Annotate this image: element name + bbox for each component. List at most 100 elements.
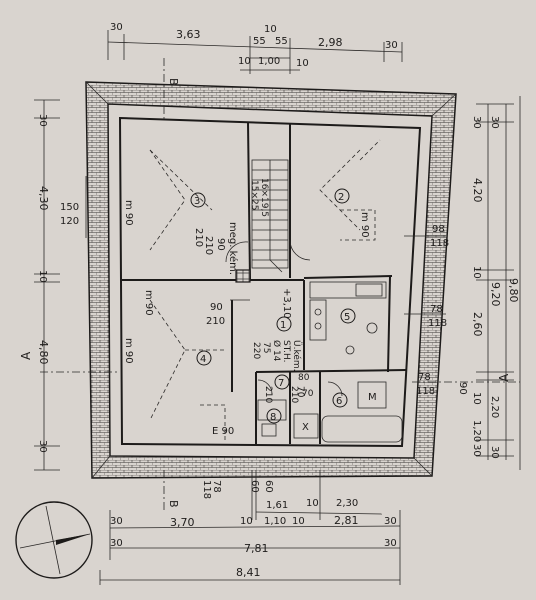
svg-text:6: 6: [336, 396, 342, 407]
staircase: [251, 159, 289, 273]
bottom-dim-370: 3,70: [170, 516, 195, 529]
right-door-118b: 118: [428, 318, 447, 329]
bottom-dim-30a: 30: [110, 516, 123, 527]
bottom-dim-10c: 10: [292, 516, 305, 527]
doors: [225, 239, 311, 395]
right-door-78a: 78: [430, 304, 443, 315]
left-dim-10: 10: [37, 270, 48, 283]
dim-70: 70: [295, 386, 305, 398]
dim-60-b: 60: [263, 480, 274, 493]
svg-text:5: 5: [344, 312, 350, 323]
right-door-78b: 78: [418, 372, 431, 383]
right-mid-30a: 30: [489, 116, 500, 129]
right-door-98: 98: [432, 224, 445, 235]
dim-118: 118: [201, 480, 212, 499]
room-8-marker: 8: [266, 408, 282, 424]
left-dimension-lines: [34, 99, 87, 471]
right-dim-220: 2,20: [489, 396, 500, 418]
left-dim-30a: 30: [37, 114, 48, 127]
bottom-dim-281: 2,81: [334, 514, 359, 527]
vent-label-1: Ü.kém.: [291, 340, 302, 372]
svg-text:7: 7: [278, 378, 284, 389]
section-a-right: A: [497, 373, 511, 382]
door-90-b: 90: [210, 302, 223, 313]
top-dim-298: 2,98: [318, 36, 343, 49]
door-90-a: 90: [215, 238, 226, 251]
dim-78: 78: [211, 480, 222, 493]
section-lines: [40, 58, 520, 512]
room-6-marker: 6: [332, 392, 348, 408]
section-b-top: B: [167, 78, 180, 86]
bottom-dim-230: 2,30: [336, 498, 358, 509]
right-dim-260: 2,60: [471, 312, 484, 337]
level-label: +3,10: [281, 288, 292, 319]
chimney-label: meg. kém.: [227, 222, 239, 275]
top-dim-55b: 55: [275, 36, 288, 47]
dim-60-a: 60: [249, 480, 260, 493]
right-dimension-lines: [404, 96, 521, 470]
door-e90: E 90: [212, 426, 234, 437]
roof-hip-lines: [149, 139, 381, 440]
right-dim-120: 1,20: [471, 420, 482, 442]
room-2-marker: 2: [334, 188, 350, 204]
stove-marker: M: [368, 392, 377, 403]
section-a-left: A: [19, 351, 33, 360]
room-2-door-label: m 90: [359, 212, 370, 238]
top-dim-10: 10: [264, 24, 277, 35]
bottom-dim-10a: 10: [306, 498, 319, 509]
room-4-marker: 4: [196, 350, 212, 366]
stair-size-label: 15×25: [249, 180, 259, 210]
top-dim-363: 3,63: [176, 28, 201, 41]
svg-text:4: 4: [200, 354, 206, 365]
right-door-118a: 118: [430, 238, 449, 249]
right-mid-920: 9,20: [489, 282, 502, 307]
right-dim-420: 4,20: [471, 178, 484, 203]
top-dim-10a: 10: [238, 56, 251, 67]
dim-80: 80: [298, 373, 310, 383]
left-dim-480: 4,80: [37, 340, 50, 365]
right-mid-30b: 30: [489, 446, 500, 459]
left-dim-30b: 30: [37, 440, 48, 453]
door-210-a: 210: [203, 236, 214, 255]
top-dim-55a: 55: [253, 36, 266, 47]
kitchen-fixtures: [309, 281, 387, 355]
room-4-door-label: m 90: [123, 338, 134, 364]
dim-75: 75: [261, 342, 271, 353]
svg-text:8: 8: [270, 412, 276, 423]
left-dim-430: 4,30: [37, 186, 50, 211]
right-dim-30b: 30: [471, 444, 482, 457]
right-door-118c: 118: [416, 386, 435, 397]
interior-walls: [122, 121, 407, 444]
top-dim-100: 1,00: [258, 56, 280, 67]
vent-label-2: ST.H.: [281, 340, 291, 362]
svg-text:3: 3: [194, 196, 200, 207]
right-dim-10a: 10: [471, 266, 482, 279]
dim-70-b: 70: [302, 389, 314, 399]
top-dim-30a: 30: [110, 22, 123, 33]
bottom-dim-30b: 30: [384, 516, 397, 527]
room-3-marker: 3: [190, 192, 206, 208]
right-dim-10b: 10: [471, 392, 482, 405]
room-7-marker: 7: [274, 374, 290, 390]
sink-marker: X: [302, 422, 309, 433]
bottom-dim-841: 8,41: [236, 566, 261, 579]
right-dim-90: 90: [457, 382, 468, 395]
dim-210: 210: [263, 386, 273, 403]
top-dim-10b: 10: [296, 58, 309, 69]
room-1-marker: 1: [276, 316, 292, 332]
dim-220: 220: [251, 342, 261, 359]
bottom-dim-30d: 30: [384, 538, 397, 549]
svg-text:2: 2: [338, 192, 344, 203]
section-b-bottom: B: [167, 500, 180, 508]
bottom-dimension-lines: [99, 470, 401, 585]
room-3-door-height: 210: [193, 228, 204, 247]
dim-210-b: 210: [289, 386, 299, 403]
bathroom-fixtures: [257, 381, 403, 443]
bottom-dim-161: 1,61: [266, 500, 288, 511]
top-dimension-lines: [107, 30, 403, 74]
bottom-dim-110: 1,10: [264, 516, 286, 527]
right-dim-30a: 30: [471, 116, 482, 129]
right-outer-980: 9,80: [507, 278, 520, 303]
vent-label-3: Ø 14: [271, 340, 282, 362]
